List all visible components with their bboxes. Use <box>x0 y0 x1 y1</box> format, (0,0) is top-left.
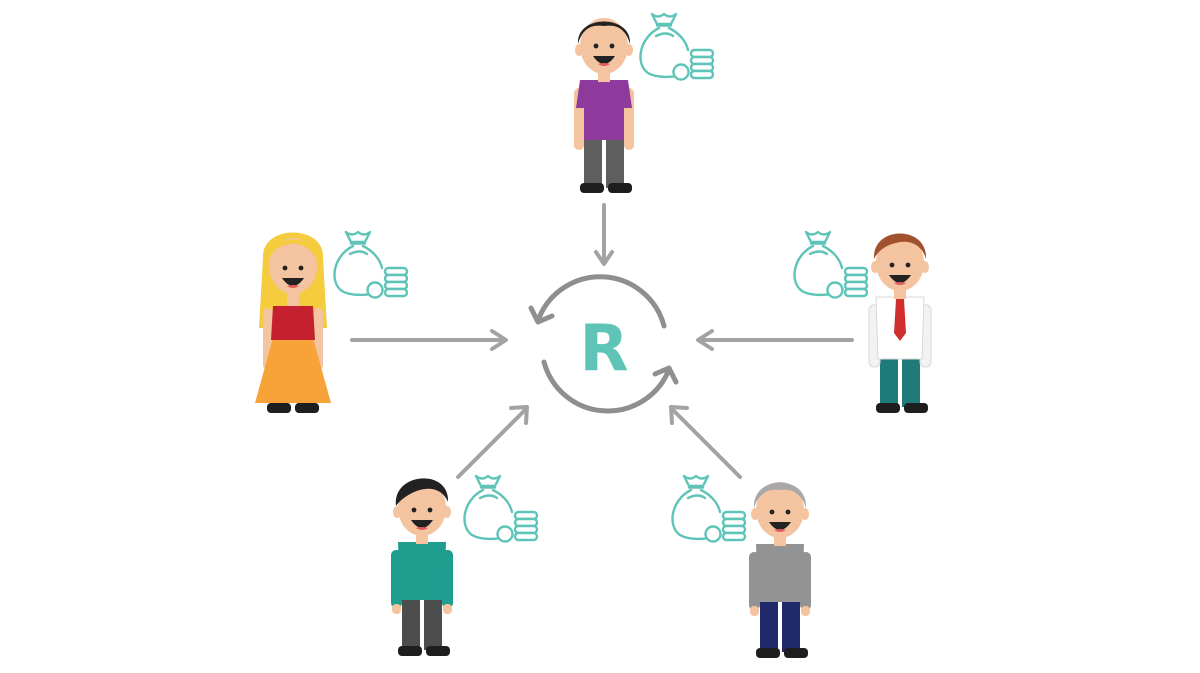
person-top <box>574 18 634 193</box>
arrow-right <box>696 329 854 351</box>
arrow-left <box>350 329 508 351</box>
money-bag-icon <box>639 12 715 81</box>
refresh-cycle-icon <box>528 274 679 414</box>
person-right <box>868 233 932 413</box>
money-bag-icon <box>671 474 747 543</box>
arrow-top <box>594 203 614 266</box>
money-bag-icon <box>793 230 869 299</box>
person-bottom-right <box>749 482 811 658</box>
money-bag-icon <box>463 474 539 543</box>
hub-letter: R <box>579 312 628 386</box>
arrow-bottom-right <box>669 405 742 479</box>
person-left <box>255 232 331 413</box>
money-bag-icon <box>333 230 409 299</box>
arrow-bottom-left <box>456 405 529 479</box>
person-bottom-left <box>391 478 453 656</box>
